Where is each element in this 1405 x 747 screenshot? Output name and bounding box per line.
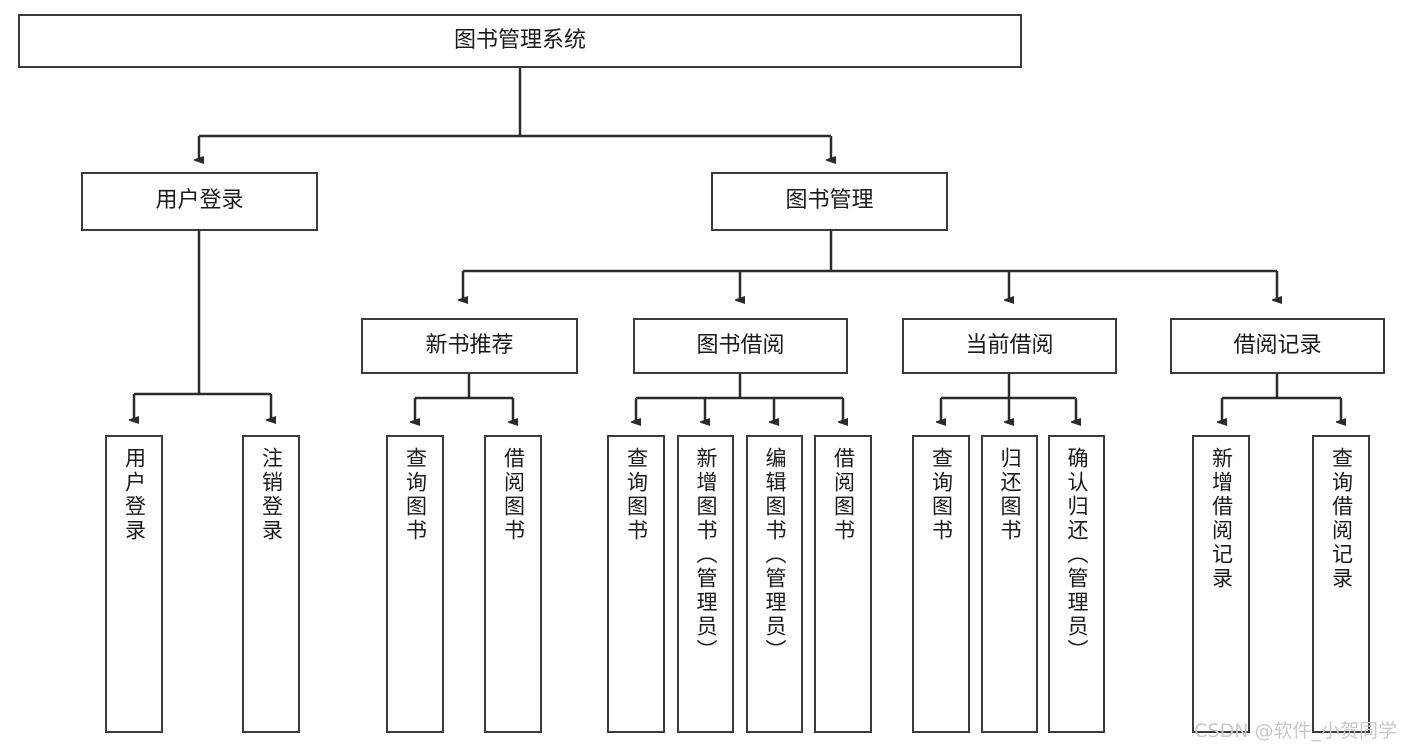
leaf-borrow-edit-book-admin[interactable]: 编辑图书（管理员）	[746, 435, 803, 733]
node-borrow-record[interactable]: 借阅记录	[1170, 318, 1385, 374]
leaf-current-return-book[interactable]: 归还图书	[981, 435, 1038, 733]
node-book-borrow[interactable]: 图书借阅	[633, 318, 848, 374]
leaf-current-confirm-return-admin[interactable]: 确认归还（管理员）	[1048, 435, 1105, 733]
node-label: 编辑图书（管理员）	[763, 447, 787, 663]
leaf-current-query-book[interactable]: 查询图书	[912, 435, 970, 733]
node-label: 新书推荐	[425, 332, 514, 358]
node-label: 图书管理系统	[453, 27, 586, 53]
node-label: 借阅图书	[501, 447, 526, 543]
leaf-borrow-query-book[interactable]: 查询图书	[607, 435, 665, 733]
node-label: 当前借阅	[965, 332, 1054, 358]
node-root-system[interactable]: 图书管理系统	[18, 14, 1022, 68]
leaf-record-add-record[interactable]: 新增借阅记录	[1192, 435, 1250, 733]
leaf-user-login-logout[interactable]: 注销登录	[242, 435, 300, 733]
node-label: 查询图书	[403, 447, 428, 543]
node-label: 用户登录	[122, 447, 147, 543]
leaf-borrow-borrow-book[interactable]: 借阅图书	[814, 435, 872, 733]
leaf-borrow-add-book-admin[interactable]: 新增图书（管理员）	[677, 435, 734, 733]
node-label: 新增图书（管理员）	[694, 447, 718, 663]
node-label: 查询借阅记录	[1329, 447, 1354, 591]
node-current-borrow[interactable]: 当前借阅	[902, 318, 1117, 374]
node-label: 归还图书	[998, 447, 1022, 543]
node-user-login[interactable]: 用户登录	[81, 172, 318, 231]
node-label: 新增借阅记录	[1209, 447, 1234, 591]
node-book-management[interactable]: 图书管理	[711, 172, 948, 231]
node-label: 图书借阅	[696, 332, 785, 358]
node-label: 查询图书	[624, 447, 649, 543]
node-label: 借阅图书	[831, 447, 856, 543]
node-label: 借阅记录	[1233, 332, 1322, 358]
node-label: 注销登录	[259, 447, 284, 543]
node-label: 查询图书	[929, 447, 954, 543]
watermark: CSDN @软件_小贺同学	[1194, 720, 1397, 742]
node-label: 用户登录	[155, 188, 244, 214]
node-label: 图书管理	[785, 188, 874, 214]
leaf-recommend-query-book[interactable]: 查询图书	[386, 435, 444, 733]
node-new-book-recommend[interactable]: 新书推荐	[361, 318, 578, 374]
leaf-record-query-record[interactable]: 查询借阅记录	[1312, 435, 1370, 733]
leaf-user-login-login[interactable]: 用户登录	[105, 435, 163, 733]
node-label: 确认归还（管理员）	[1065, 447, 1089, 663]
leaf-recommend-borrow-book[interactable]: 借阅图书	[484, 435, 542, 733]
